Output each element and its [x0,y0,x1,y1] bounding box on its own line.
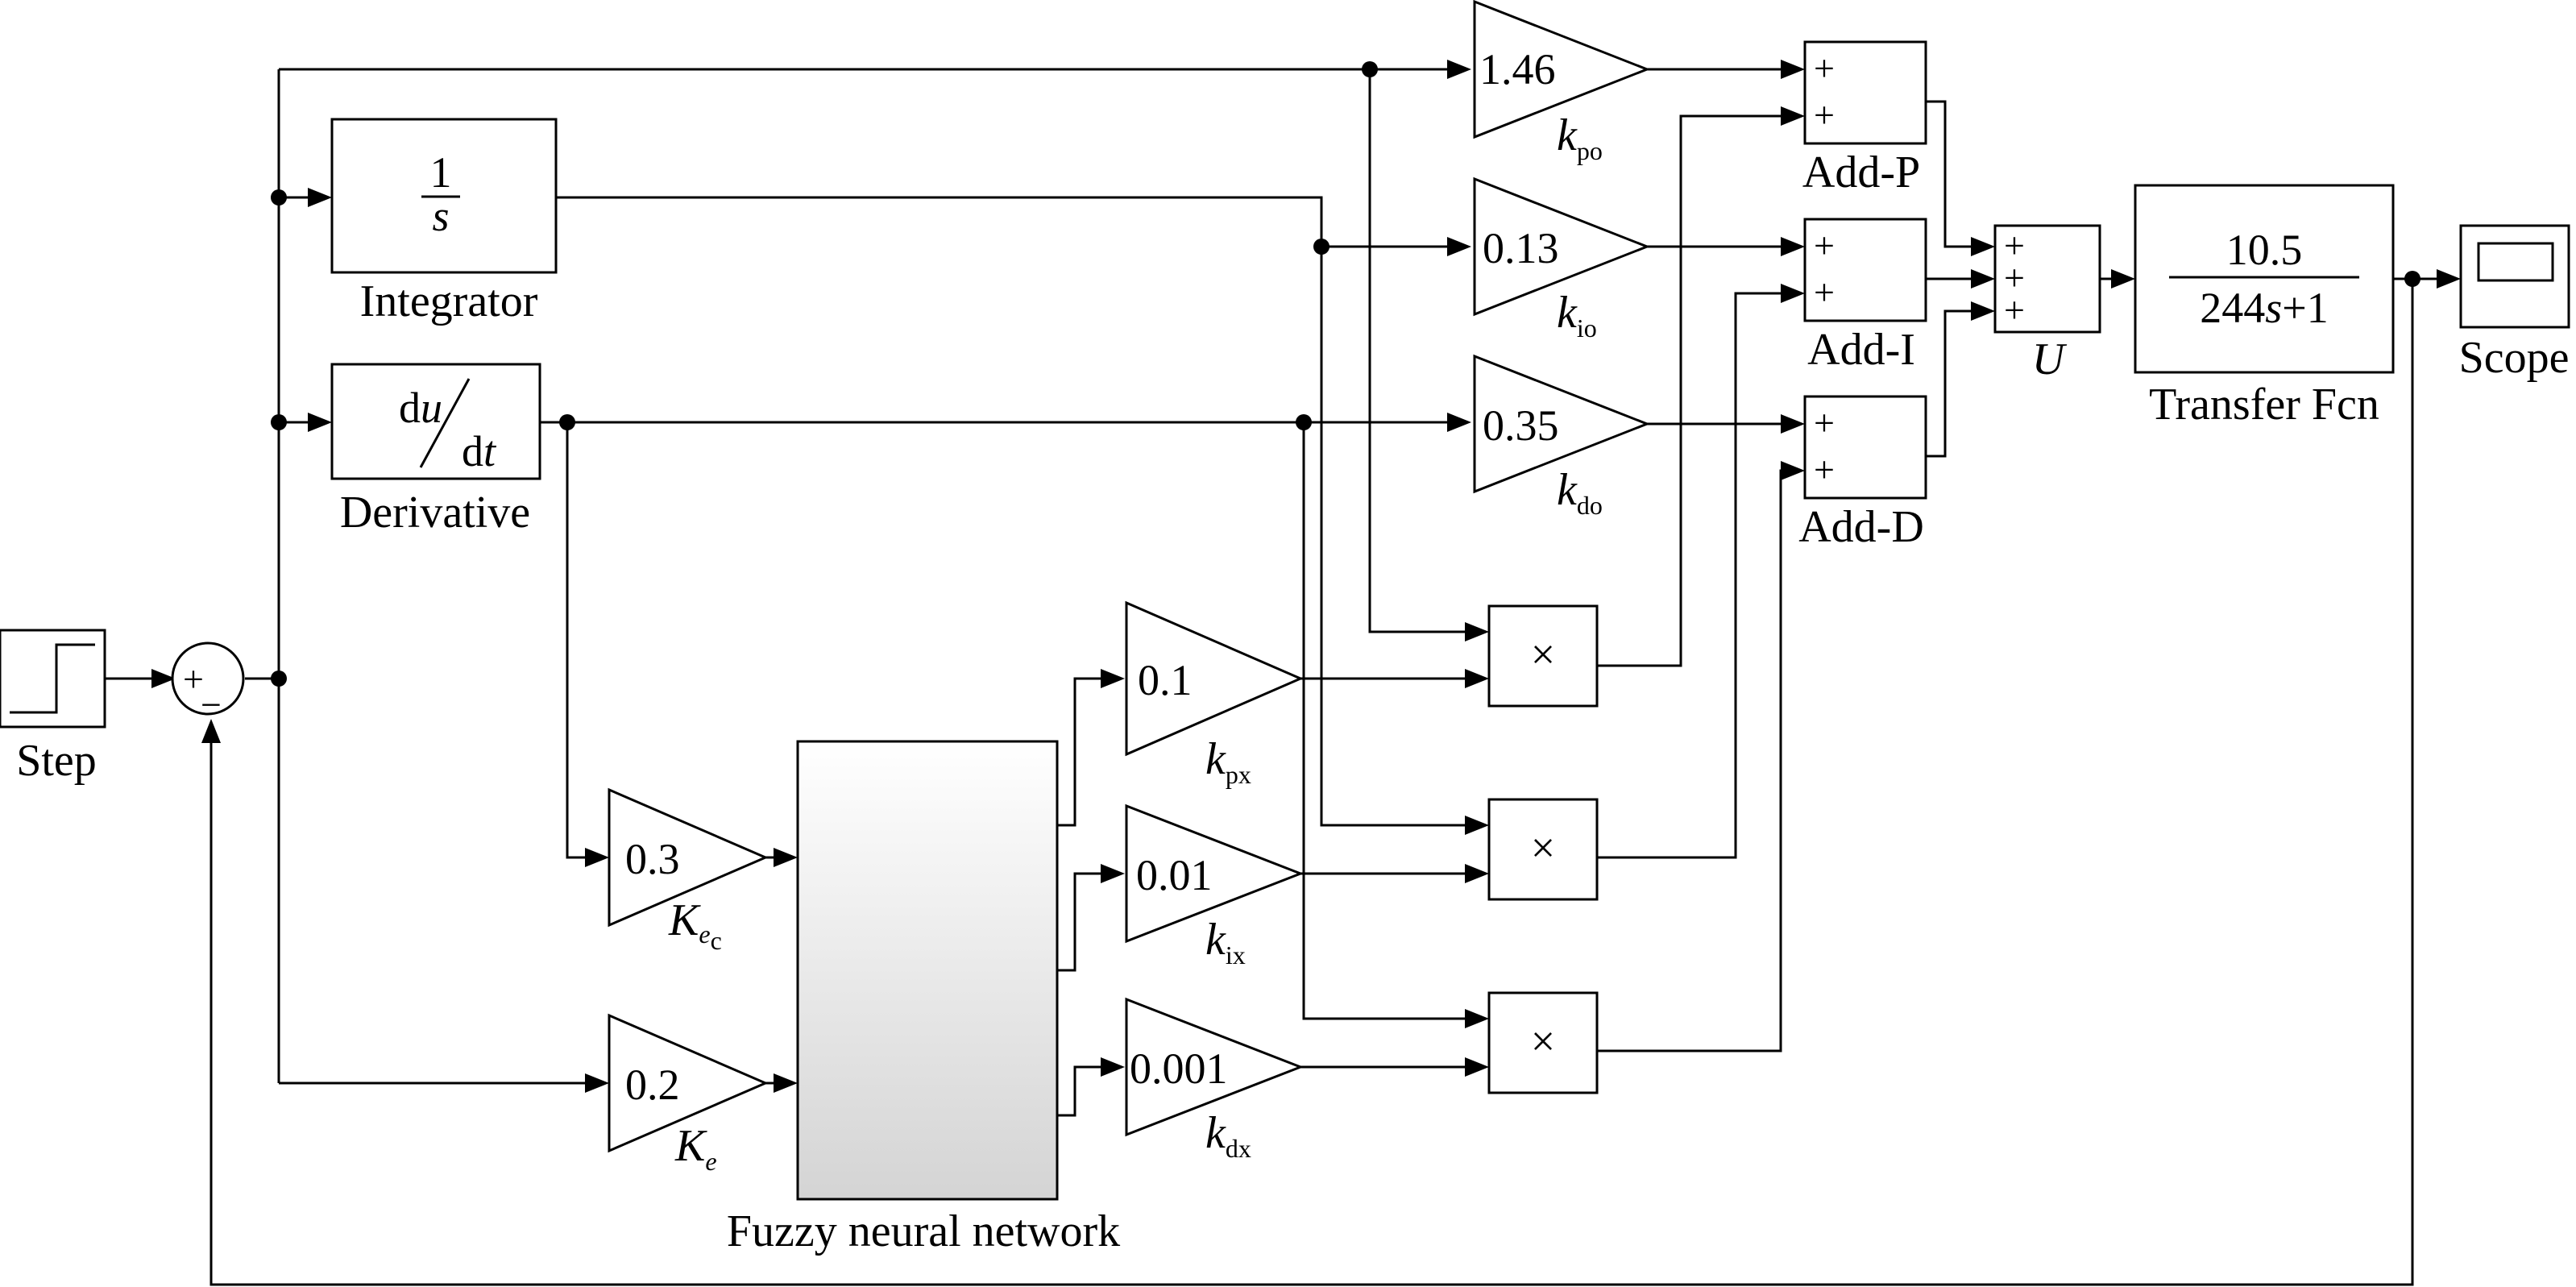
gain-kdx-label: kdx [1205,1108,1251,1163]
add-p-label: Add-P [1802,147,1920,197]
multiplier-2-symbol: × [1531,824,1555,872]
derivative-block[interactable]: du dt Derivative [330,363,541,538]
add-i-block[interactable]: + + Add-I [1803,218,1927,375]
u-plus-1: + [2004,225,2025,266]
add-i-label: Add-I [1807,325,1915,375]
gain-kpx-label: kpx [1205,734,1251,789]
wire-fnn-to-kpx [1057,677,1107,827]
multiplier-1[interactable]: × [1487,604,1599,708]
add-d-block[interactable]: + + Add-D [1798,395,1927,552]
wire-addp-to-u [1926,100,1985,248]
wire-error-to-mult1 [1368,69,1471,633]
multiplier-2[interactable]: × [1487,798,1599,901]
gain-kix[interactable]: 0.01 kix [1125,803,1305,969]
gain-kio[interactable]: 0.13 kio [1473,176,1651,343]
add-d-label: Add-D [1798,502,1924,552]
fnn-label: Fuzzy neural network [727,1206,1120,1256]
error-sum-block[interactable]: + − [171,641,245,725]
gain-kdo-value: 0.35 [1483,401,1559,450]
add-p-block[interactable]: + + Add-P [1802,40,1927,197]
u-plus-3: + [2004,289,2025,330]
gain-ke-value: 0.2 [625,1061,680,1109]
wire-derivative-to-mult3 [1302,422,1471,1020]
add-d-plus-2: + [1814,449,1835,490]
arrowheads [151,60,2461,1093]
wire-fnn-to-kdx [1057,1065,1107,1117]
signal-wires [105,68,2449,1286]
sum-plus-sign: + [183,658,204,700]
step-block[interactable]: Step [0,629,106,786]
gain-kdx-value: 0.001 [1130,1044,1228,1093]
integrator-denominator: s [432,192,449,240]
wire-integrator-to-mult2 [1320,247,1471,827]
scope-label: Scope [2459,333,2570,383]
wire-mult1-to-addp [1597,114,1790,667]
u-plus-2: + [2004,257,2025,298]
gain-ke-label: Ke [674,1121,717,1176]
wire-integrator-to-kio [556,196,1457,248]
wire-mult3-to-addd [1597,469,1790,1052]
fuzzy-neural-network-block[interactable]: Fuzzy neural network [727,740,1120,1256]
add-p-plus-2: + [1814,94,1835,135]
wire-feedback [209,279,2414,1286]
gain-kec-value: 0.3 [625,835,680,883]
gain-kec-label: Kec [668,895,722,955]
integrator-numerator: 1 [430,148,452,197]
gain-kix-value: 0.01 [1136,851,1213,899]
gain-kdo[interactable]: 0.35 kdo [1473,354,1651,520]
gain-kpo-value: 1.46 [1479,45,1556,93]
junction-dots [271,61,2420,687]
wire-addd-to-u [1926,309,1985,458]
u-sum-block[interactable]: + + + U [1993,224,2101,384]
wire-derivative-to-kec [566,422,593,859]
multiplier-3-symbol: × [1531,1017,1555,1065]
integrator-block[interactable]: 1 s Integrator [330,118,558,326]
add-i-plus-1: + [1814,225,1835,266]
wire-fnn-to-kix [1057,872,1107,972]
add-p-plus-1: + [1814,48,1835,89]
wire-mult2-to-addi [1597,292,1790,859]
transfer-fcn-block[interactable]: 10.5 244s+1 Transfer Fcn [2134,184,2395,430]
add-d-plus-1: + [1814,402,1835,443]
sum-minus-sign: − [201,684,222,725]
gain-kio-label: kio [1557,288,1597,343]
gain-kio-value: 0.13 [1483,224,1559,272]
derivative-top: du [399,384,442,432]
gain-kec[interactable]: 0.3 Kec [608,787,769,955]
transfer-numerator: 10.5 [2226,226,2303,274]
transfer-denominator: 244s+1 [2200,284,2328,332]
scope-block[interactable]: Scope [2459,224,2570,383]
gain-kdo-label: kdo [1557,465,1603,520]
gain-ke[interactable]: 0.2 Ke [608,1013,769,1176]
gain-kpo[interactable]: 1.46 kpo [1473,0,1651,165]
gain-kdx[interactable]: 0.001 kdx [1125,997,1305,1163]
step-label: Step [16,736,97,786]
gain-kpo-label: kpo [1557,110,1603,165]
derivative-bottom: dt [462,427,497,475]
u-label: U [2032,334,2068,384]
multiplier-3[interactable]: × [1487,991,1599,1094]
gain-kpx[interactable]: 0.1 kpx [1125,600,1304,789]
gain-kpx-value: 0.1 [1138,656,1193,704]
integrator-label: Integrator [360,276,538,326]
transfer-label: Transfer Fcn [2149,380,2379,430]
add-i-plus-2: + [1814,272,1835,313]
multiplier-1-symbol: × [1531,630,1555,679]
gain-kix-label: kix [1205,915,1246,969]
derivative-label: Derivative [340,488,530,538]
